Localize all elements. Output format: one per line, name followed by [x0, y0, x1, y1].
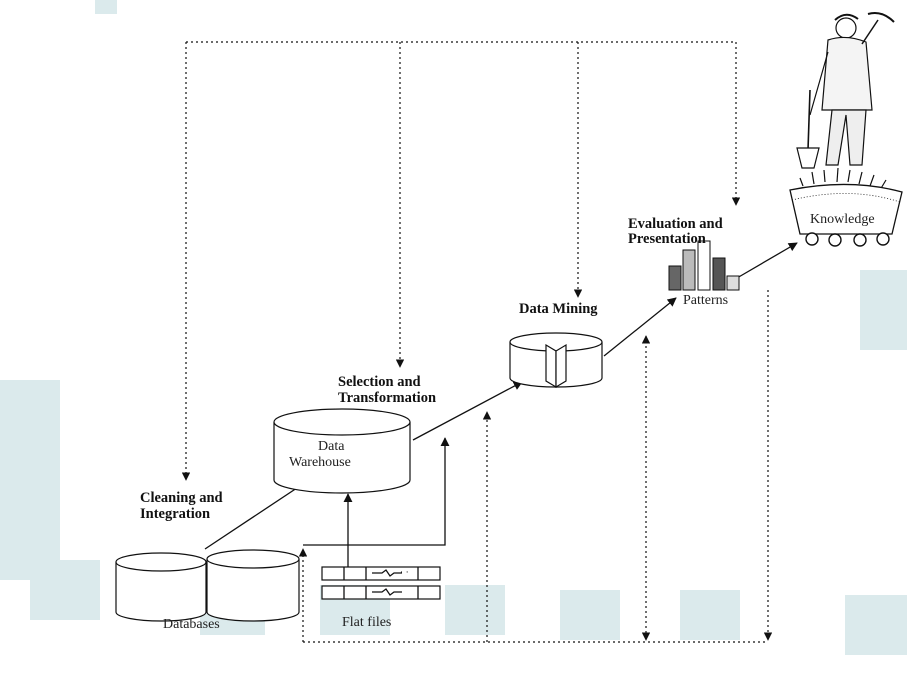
databases-label: Databases	[163, 617, 220, 632]
evaluation-label-line1: Evaluation and	[628, 216, 723, 232]
selection-label-line2: Transformation	[338, 390, 436, 406]
data-warehouse-label-line1: Data	[318, 439, 345, 454]
data-cube-icon	[509, 332, 603, 389]
cleaning-label-line1: Cleaning and	[140, 490, 223, 506]
patterns-label: Patterns	[683, 293, 728, 308]
flat-file-icon	[321, 585, 441, 600]
background-bands	[0, 0, 907, 655]
data-mining-label: Data Mining	[519, 301, 598, 317]
process-flow-arrows	[204, 242, 798, 568]
knowledge-label: Knowledge	[810, 212, 875, 227]
miner-with-cart-icon	[789, 12, 903, 247]
svg-text:· ·: · ·	[400, 568, 409, 578]
flat-files-label: Flat files	[342, 615, 391, 630]
bar-chart-icon	[668, 240, 740, 291]
selection-label-line1: Selection and	[338, 374, 421, 390]
database-cylinder-icon	[115, 552, 207, 622]
flat-file-icon: · ·	[321, 566, 441, 581]
data-warehouse-label-line2: Warehouse	[289, 455, 351, 470]
feedback-loops	[181, 41, 773, 643]
database-cylinder-icon	[206, 549, 300, 622]
cleaning-label-line2: Integration	[140, 506, 210, 522]
evaluation-label-line2: Presentation	[628, 231, 706, 247]
data-warehouse-cylinder	[273, 408, 411, 494]
